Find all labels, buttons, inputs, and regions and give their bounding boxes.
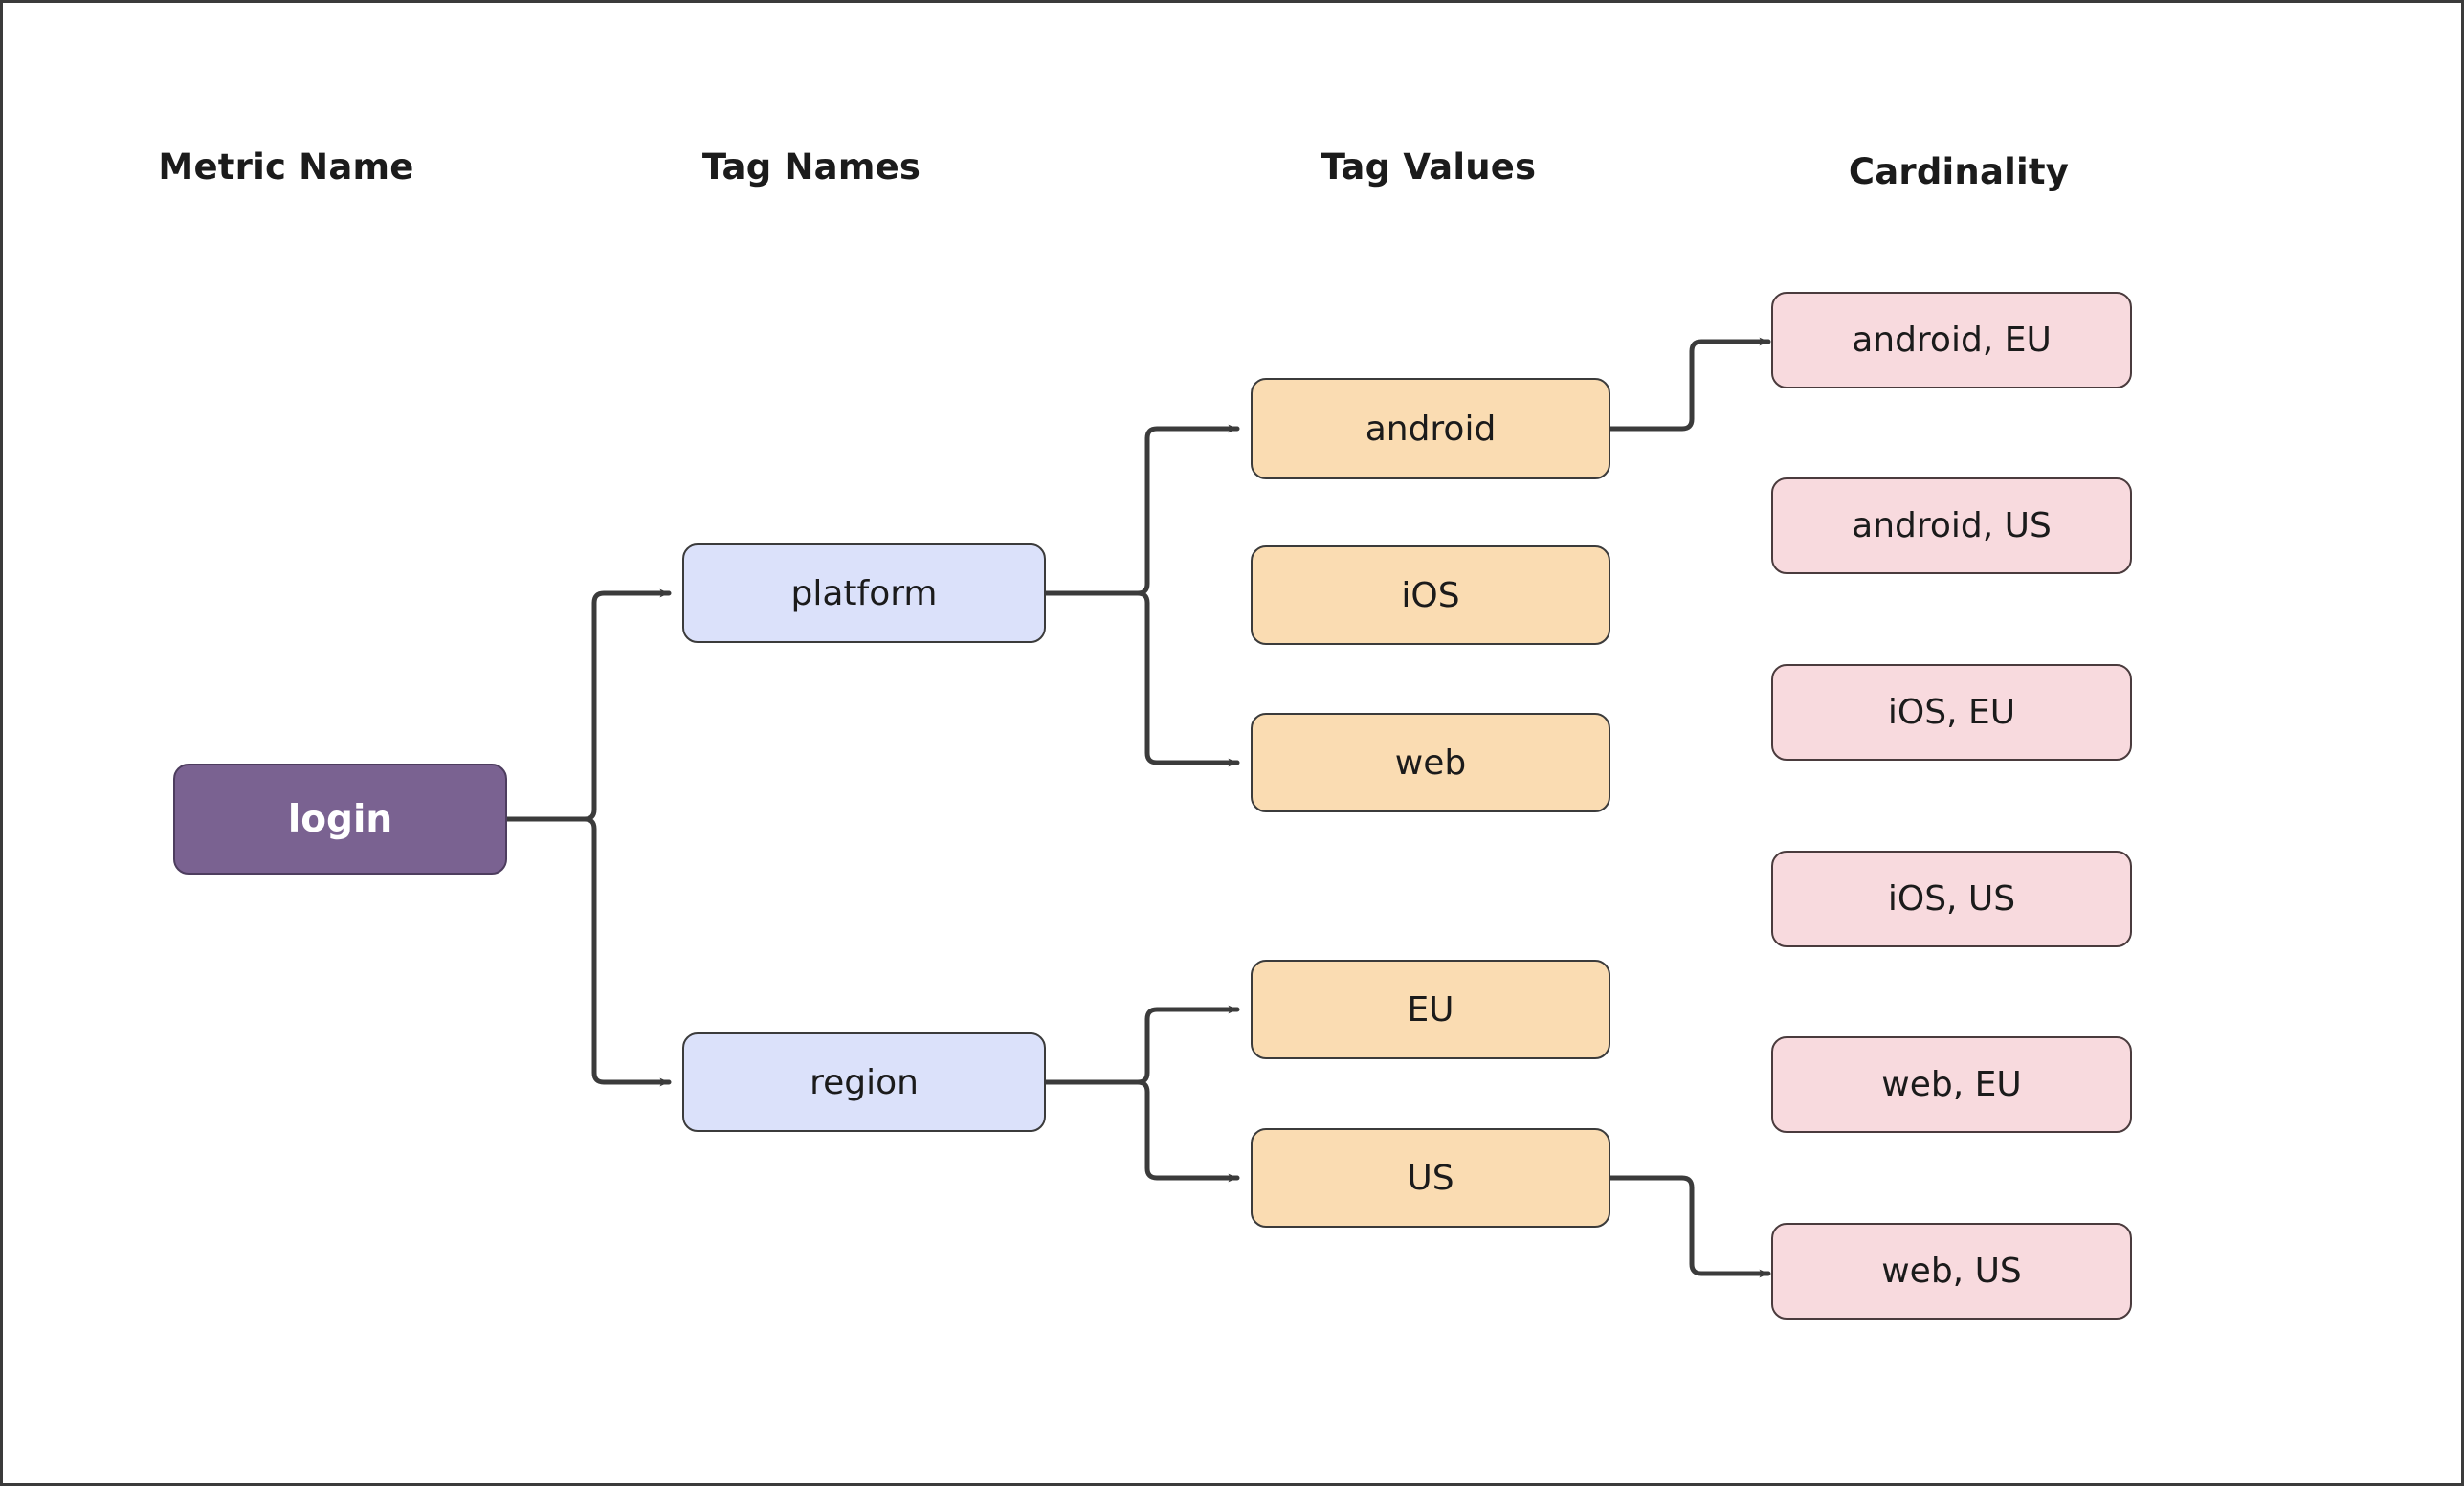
edge-region-eu (1043, 1005, 1240, 1085)
node-region[interactable]: region (682, 1032, 1046, 1132)
column-header-cardinality: Cardinality (1848, 151, 2070, 192)
edge-region-us (1043, 1079, 1240, 1183)
node-web[interactable]: web (1251, 713, 1610, 812)
node-platform[interactable]: platform (682, 543, 1046, 643)
node-android[interactable]: android (1251, 378, 1610, 479)
node-android-us[interactable]: android, US (1771, 477, 2132, 574)
node-android-eu[interactable]: android, EU (1771, 292, 2132, 388)
column-header-metric-name: Metric Name (158, 146, 414, 188)
node-us[interactable]: US (1251, 1128, 1610, 1228)
node-ios-us[interactable]: iOS, US (1771, 851, 2132, 947)
node-login[interactable]: login (173, 764, 507, 875)
node-eu[interactable]: EU (1251, 960, 1610, 1059)
edge-login-region (504, 816, 672, 1087)
edge-platform-web (1043, 590, 1240, 767)
column-header-tag-names: Tag Names (701, 146, 921, 188)
edge-android-androideu (1608, 337, 1771, 432)
node-web-eu[interactable]: web, EU (1771, 1036, 2132, 1133)
edge-us-webus (1608, 1175, 1771, 1278)
node-web-us[interactable]: web, US (1771, 1223, 2132, 1320)
node-ios[interactable]: iOS (1251, 545, 1610, 645)
column-header-tag-values: Tag Values (1321, 146, 1537, 188)
edge-platform-android (1043, 424, 1240, 596)
connector-layer (504, 337, 1771, 1278)
node-ios-eu[interactable]: iOS, EU (1771, 664, 2132, 761)
edge-login-platform (504, 588, 672, 822)
